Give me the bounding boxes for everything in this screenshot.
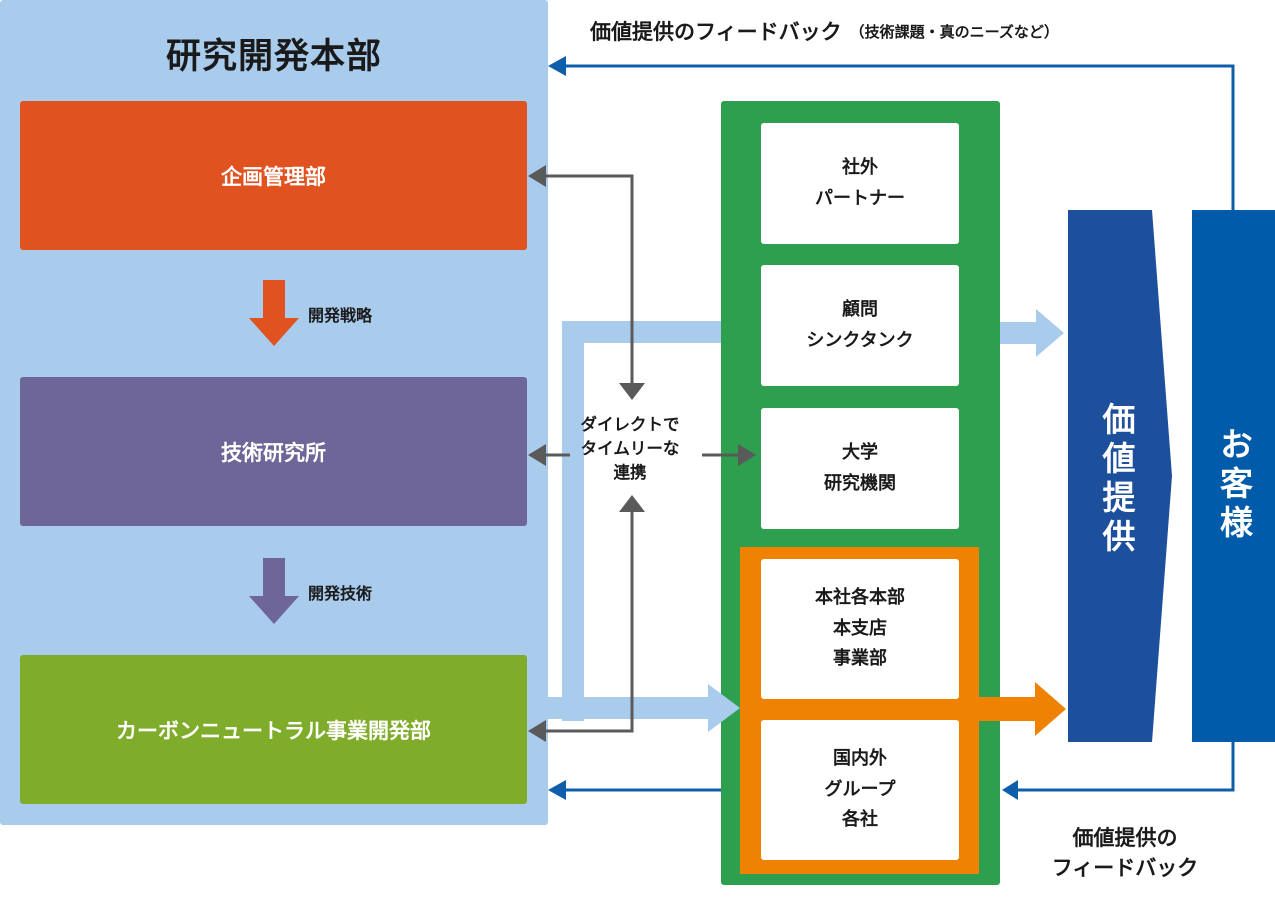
planning-department-box[interactable]: 企画管理部 bbox=[20, 101, 527, 250]
external-partner-line1: 社外 bbox=[842, 156, 878, 178]
orange-value-arrow bbox=[979, 682, 1066, 736]
technology-institute-label: 技術研究所 bbox=[221, 440, 326, 465]
carbon-neutral-division-label: カーボンニュートラル事業開発部 bbox=[116, 718, 431, 743]
technology-down-arrow bbox=[249, 558, 299, 624]
feedback-top-note: （技術課題・真のニーズなど） bbox=[849, 22, 1059, 41]
head-office-divisions-box[interactable]: 本社各本部本支店事業部 bbox=[761, 559, 959, 699]
advisor-thinktank-box[interactable]: 顧問シンクタンク bbox=[761, 265, 959, 386]
advisor-line2: シンクタンク bbox=[806, 329, 914, 351]
customer-bar bbox=[1192, 210, 1275, 742]
direct-link-arrowheads bbox=[528, 165, 756, 742]
feedback-bottom-label: 価値提供の フィードバック bbox=[1020, 820, 1230, 886]
direct-line2: タイムリーな bbox=[580, 439, 680, 459]
development-technology-label: 開発技術 bbox=[308, 584, 373, 603]
group-line3: 各社 bbox=[841, 809, 878, 831]
feedback-top-label: 価値提供のフィードバック （技術課題・真のニーズなど） bbox=[590, 12, 1220, 50]
technology-institute-box[interactable]: 技術研究所 bbox=[20, 377, 527, 526]
customer-label: お客様 bbox=[1214, 426, 1254, 544]
group-companies-box[interactable]: 国内外グループ各社 bbox=[761, 720, 959, 860]
feedback-bottom-line2: フィードバック bbox=[1051, 856, 1199, 880]
university-research-box[interactable]: 大学研究機関 bbox=[761, 408, 959, 529]
value-provision-label: 価値提供 bbox=[1097, 402, 1136, 558]
feedback-bottom-line1: 価値提供の bbox=[1072, 825, 1178, 850]
head-office-line2: 本支店 bbox=[833, 617, 887, 639]
development-strategy-label: 開発戦略 bbox=[308, 306, 373, 325]
external-partner-box[interactable]: 社外パートナー bbox=[761, 123, 959, 244]
light-blue-connector bbox=[548, 309, 1064, 732]
strategy-down-arrow bbox=[249, 280, 299, 346]
feedback-top-main: 価値提供のフィードバック bbox=[590, 20, 842, 44]
group-line1: 国内外 bbox=[832, 748, 887, 770]
direct-link-arrows bbox=[545, 174, 742, 733]
feedback-arrowheads bbox=[548, 56, 1018, 800]
direct-collaboration-label: ダイレクトで タイムリーな 連携 bbox=[560, 407, 700, 491]
value-provision-chevron bbox=[1068, 210, 1172, 742]
feedback-lines bbox=[564, 64, 1235, 792]
group-line2: グループ bbox=[824, 778, 896, 800]
advisor-line1: 顧問 bbox=[842, 298, 878, 320]
planning-department-label: 企画管理部 bbox=[221, 164, 326, 189]
university-line1: 大学 bbox=[842, 441, 878, 463]
direct-line3: 連携 bbox=[613, 462, 647, 482]
university-line2: 研究機関 bbox=[824, 472, 896, 494]
direct-line1: ダイレクトで bbox=[580, 415, 680, 435]
head-office-line3: 事業部 bbox=[833, 648, 887, 670]
external-partner-line2: パートナー bbox=[815, 187, 905, 209]
carbon-neutral-division-box[interactable]: カーボンニュートラル事業開発部 bbox=[20, 655, 527, 804]
hq-title: 研究開発本部 bbox=[165, 36, 382, 77]
head-office-line1: 本社各本部 bbox=[815, 587, 905, 609]
